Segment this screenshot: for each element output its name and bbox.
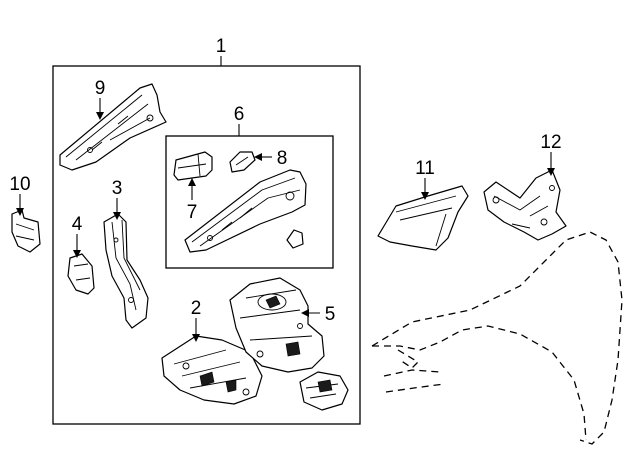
part-10-bracket bbox=[11, 209, 41, 253]
part-11-liner bbox=[377, 185, 469, 251]
part-2-apron bbox=[161, 335, 263, 405]
part-4-bracket bbox=[67, 253, 95, 295]
sub-assembly-frame bbox=[165, 135, 334, 269]
inset-rail-assembly bbox=[184, 169, 307, 253]
callout-7: 7 bbox=[187, 202, 198, 223]
main-assembly-frame bbox=[52, 65, 361, 425]
callout-11: 11 bbox=[415, 158, 435, 179]
part-12-bracket bbox=[483, 169, 567, 241]
callout-5: 5 bbox=[325, 304, 336, 325]
fender-outline bbox=[371, 231, 623, 445]
part-7-bracket bbox=[173, 151, 213, 181]
lower-bracket bbox=[299, 371, 349, 411]
part-5-tower bbox=[229, 277, 325, 373]
callout-1: 1 bbox=[216, 36, 227, 57]
part-8-clip bbox=[229, 151, 256, 173]
inset-nut bbox=[286, 229, 304, 249]
callout-8: 8 bbox=[277, 148, 288, 169]
callout-9: 9 bbox=[95, 78, 106, 99]
part-9-upper-rail bbox=[59, 83, 167, 171]
callout-10: 10 bbox=[9, 174, 30, 195]
callout-2: 2 bbox=[191, 298, 202, 319]
part-3-reinforcement bbox=[103, 213, 149, 329]
callout-3: 3 bbox=[112, 178, 123, 199]
callout-4: 4 bbox=[72, 214, 83, 235]
callout-6: 6 bbox=[234, 104, 245, 125]
callout-12: 12 bbox=[540, 132, 561, 153]
